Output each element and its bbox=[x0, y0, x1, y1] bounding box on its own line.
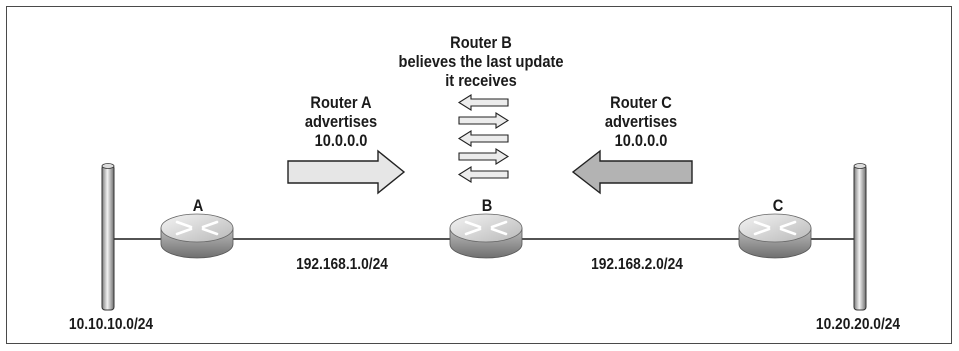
update-arrow-left-icon bbox=[457, 130, 509, 147]
router-icon bbox=[160, 213, 234, 259]
router-b-note-line3: it receives bbox=[445, 71, 517, 90]
update-arrow-left-icon bbox=[457, 166, 509, 183]
link-ab-label: 192.168.1.0/24 bbox=[296, 256, 388, 273]
update-arrow-right-icon bbox=[458, 148, 510, 165]
router-a-note-line2: advertises bbox=[304, 112, 378, 131]
router-icon bbox=[738, 213, 812, 259]
router-c-label: C bbox=[772, 196, 784, 215]
network-segment-icon bbox=[853, 163, 867, 311]
link-bc-label: 192.168.2.0/24 bbox=[591, 256, 683, 273]
router-icon bbox=[449, 213, 523, 259]
router-c-note-line2: advertises bbox=[604, 112, 678, 131]
network-left-label: 10.10.10.0/24 bbox=[68, 316, 154, 333]
router-b-note-line1: Router B bbox=[450, 33, 512, 52]
update-arrow-left-icon bbox=[457, 94, 509, 111]
network-segment-icon bbox=[101, 163, 115, 311]
router-c-note-line1: Router C bbox=[610, 93, 672, 112]
router-a-note-line3: 10.0.0.0 bbox=[314, 131, 368, 150]
router-b-label: B bbox=[481, 196, 493, 215]
advertise-arrow-left-icon bbox=[571, 149, 693, 195]
network-right-label: 10.20.20.0/24 bbox=[815, 316, 901, 333]
advertise-arrow-right-icon bbox=[287, 149, 406, 195]
update-arrow-right-icon bbox=[458, 112, 510, 129]
router-c-note: Router C advertises 10.0.0.0 bbox=[581, 93, 701, 150]
router-b-note: Router B believes the last update it rec… bbox=[395, 33, 567, 90]
router-a-note-line1: Router A bbox=[310, 93, 372, 112]
router-c-note-line3: 10.0.0.0 bbox=[614, 131, 668, 150]
router-a-note: Router A advertises 10.0.0.0 bbox=[281, 93, 401, 150]
router-a-label: A bbox=[192, 196, 204, 215]
router-b-note-line2: believes the last update bbox=[398, 52, 564, 71]
